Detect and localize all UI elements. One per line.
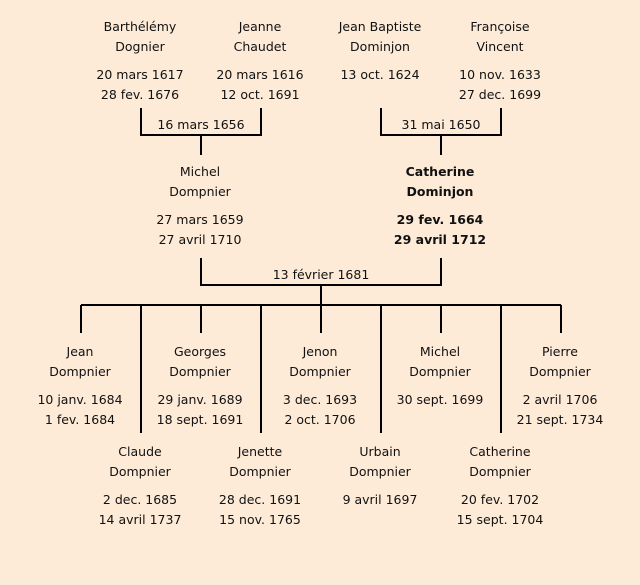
first-name: Pierre [542, 344, 578, 359]
first-name: Jenette [237, 444, 283, 459]
birth-date: 3 dec. 1693 [282, 392, 358, 407]
last-name: Dompnier [409, 364, 471, 379]
last-name: Dominjon [406, 184, 474, 199]
parents-bracket [200, 258, 442, 305]
birth-date: 10 nov. 1633 [459, 67, 541, 82]
birth-date: 29 fev. 1664 [396, 212, 484, 227]
birth-date: 20 mars 1617 [96, 67, 184, 82]
last-name: Dompnier [349, 464, 411, 479]
last-name: Dompnier [529, 364, 591, 379]
first-name: Michel [179, 164, 221, 179]
last-name: Dompnier [169, 184, 231, 199]
death-date: 14 avril 1737 [98, 512, 182, 527]
first-name: Jenon [302, 344, 338, 359]
children-drops-long [140, 305, 502, 433]
first-name: Catherine [405, 164, 475, 179]
death-date: 15 sept. 1704 [456, 512, 544, 527]
birth-date: 2 avril 1706 [522, 392, 598, 407]
last-name: Dominjon [350, 39, 410, 54]
last-name: Dompnier [229, 464, 291, 479]
death-date: 27 dec. 1699 [458, 87, 542, 102]
grandparents-right-bracket [380, 108, 502, 155]
birth-date: 28 dec. 1691 [218, 492, 302, 507]
birth-date: 29 janv. 1689 [157, 392, 243, 407]
children-drops-short [80, 305, 562, 333]
birth-date: 13 oct. 1624 [340, 67, 420, 82]
first-name: Claude [118, 444, 162, 459]
last-name: Vincent [476, 39, 524, 54]
birth-date: 9 avril 1697 [342, 492, 418, 507]
birth-date: 27 mars 1659 [156, 212, 244, 227]
grandparents-left-bracket [140, 108, 262, 155]
death-date: 29 avril 1712 [393, 232, 487, 247]
marriage-date: 13 février 1681 [272, 267, 370, 282]
first-name: Catherine [469, 444, 531, 459]
death-date: 21 sept. 1734 [516, 412, 604, 427]
birth-date: 10 janv. 1684 [37, 392, 123, 407]
last-name: Dompnier [169, 364, 231, 379]
first-name: Jean [66, 344, 94, 359]
death-date: 27 avril 1710 [158, 232, 242, 247]
first-name: Jean Baptiste [338, 19, 422, 34]
first-name: Urbain [359, 444, 401, 459]
last-name: Dompnier [289, 364, 351, 379]
birth-date: 20 fev. 1702 [460, 492, 540, 507]
first-name: Georges [173, 344, 227, 359]
marriage-date: 31 mai 1650 [401, 117, 481, 132]
birth-date: 2 dec. 1685 [102, 492, 178, 507]
death-date: 1 fev. 1684 [44, 412, 116, 427]
birth-date: 30 sept. 1699 [396, 392, 484, 407]
last-name: Chaudet [233, 39, 287, 54]
first-name: Barthélémy [103, 19, 177, 34]
death-date: 12 oct. 1691 [220, 87, 300, 102]
death-date: 15 nov. 1765 [219, 512, 301, 527]
last-name: Dompnier [109, 464, 171, 479]
first-name: Françoise [470, 19, 530, 34]
death-date: 28 fev. 1676 [100, 87, 180, 102]
first-name: Michel [419, 344, 461, 359]
birth-date: 20 mars 1616 [216, 67, 304, 82]
death-date: 18 sept. 1691 [156, 412, 244, 427]
marriage-date: 16 mars 1656 [157, 117, 245, 132]
death-date: 2 oct. 1706 [284, 412, 356, 427]
first-name: Jeanne [238, 19, 282, 34]
last-name: Dognier [115, 39, 165, 54]
last-name: Dompnier [469, 464, 531, 479]
last-name: Dompnier [49, 364, 111, 379]
